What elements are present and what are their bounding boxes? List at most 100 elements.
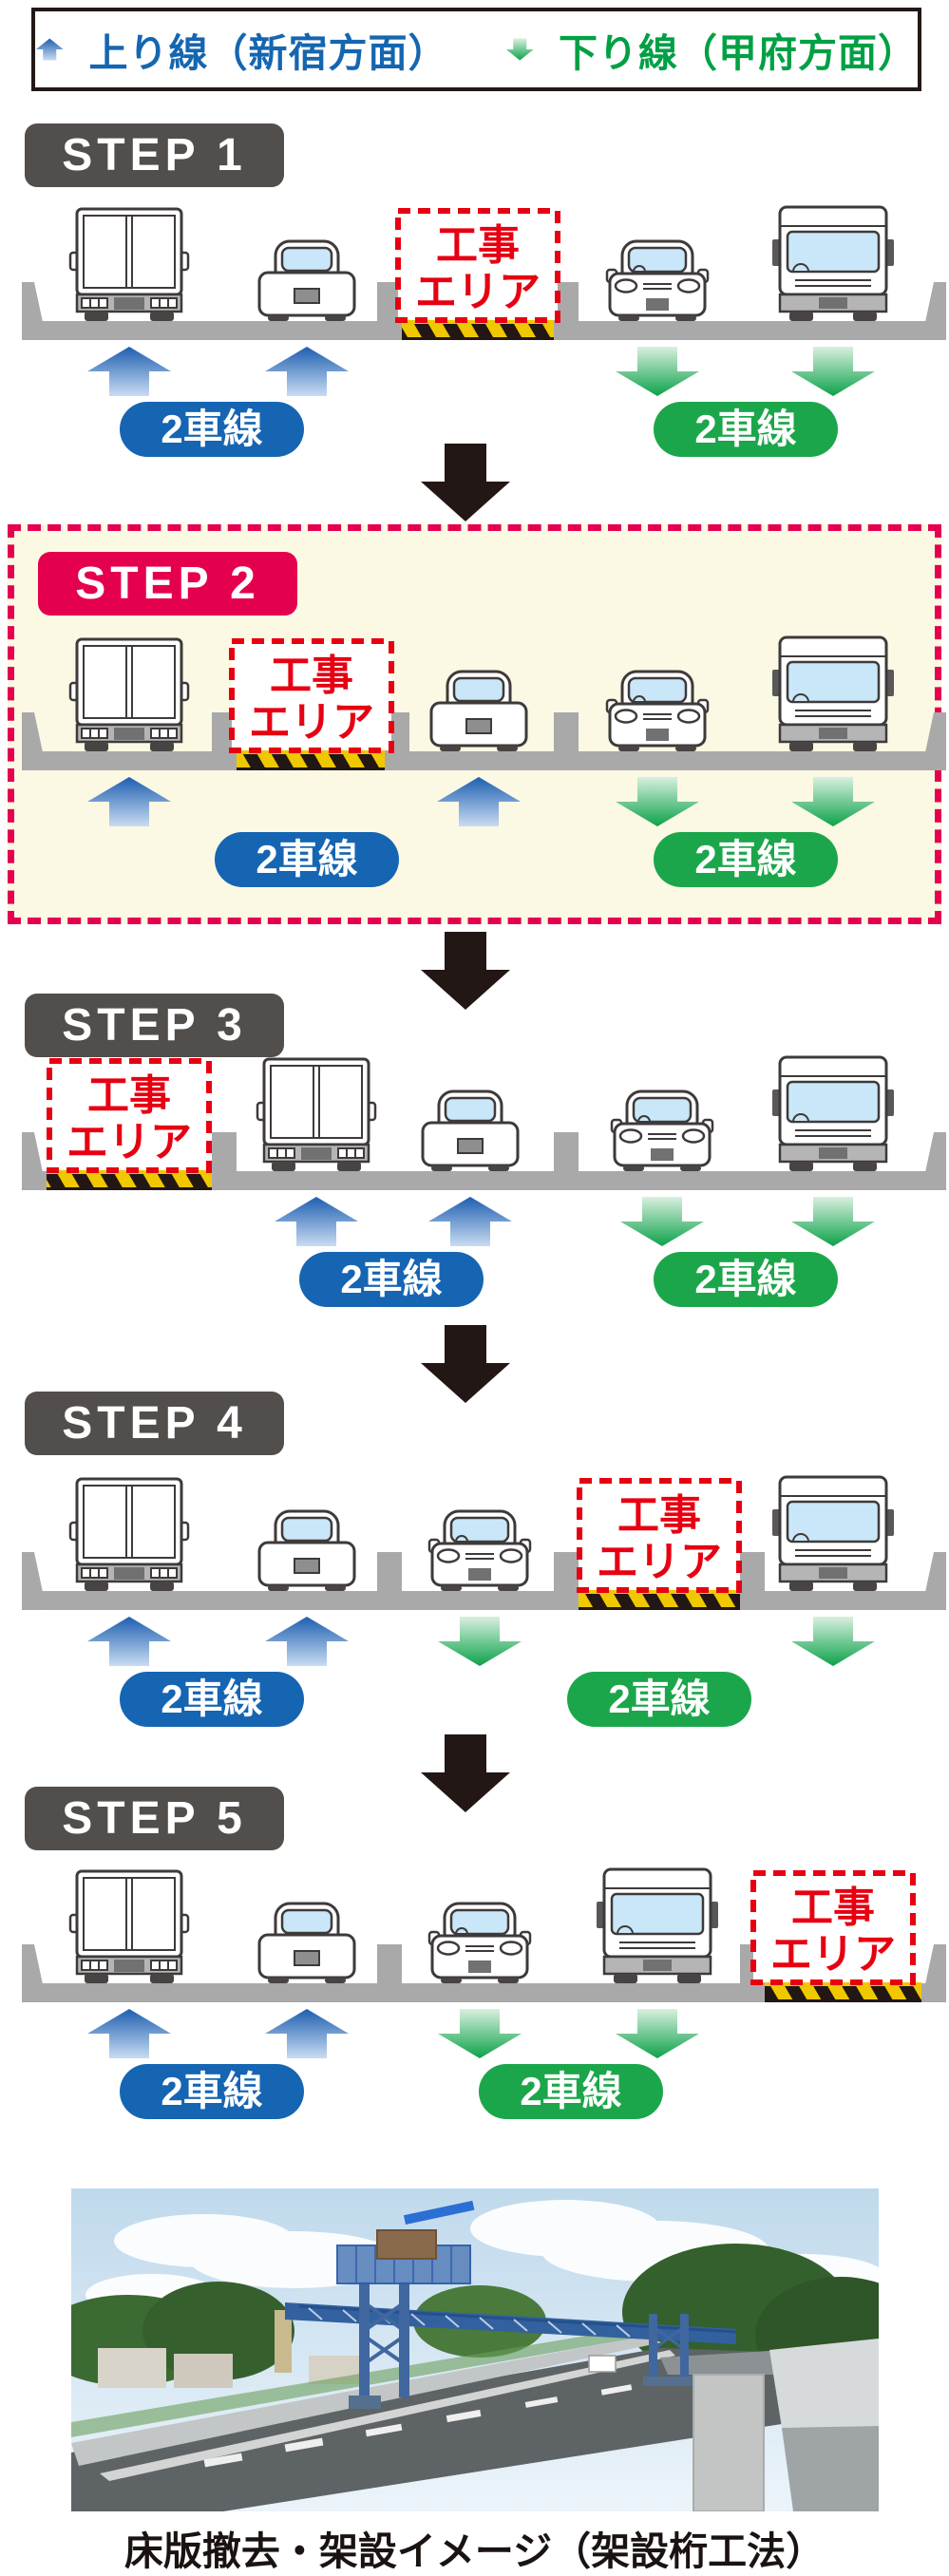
car-front-illustration — [427, 1509, 532, 1593]
barrier-wall — [740, 1552, 765, 1610]
barrier-wall — [921, 712, 946, 770]
truck-back-illustration — [68, 1869, 190, 1985]
construction-area-label-line1: 工事 — [617, 1492, 701, 1539]
car-front-illustration — [605, 670, 710, 753]
down-lanes-pill — [479, 2064, 663, 2119]
barrier-wall — [554, 1552, 579, 1610]
down-lanes-pill-label: 2車線 — [694, 837, 796, 881]
up-lane-arrow — [87, 777, 171, 826]
construction-area-label-line2: エリア — [66, 1119, 192, 1165]
barrier-wall — [554, 712, 579, 770]
road-deck-right — [554, 321, 946, 340]
step-badge-3: STEP 3 — [25, 994, 284, 1057]
truck-back-illustration — [68, 637, 190, 753]
construction-area-label-line1: 工事 — [791, 1885, 875, 1931]
barrier-wall — [554, 1132, 579, 1190]
step-badge-5: STEP 5 — [25, 1787, 284, 1850]
down-connector-arrow-icon — [421, 1325, 510, 1403]
barrier-wall — [22, 712, 47, 770]
car-back-illustration — [257, 1902, 356, 1985]
down-line-legend-label: 下り線（甲府方面） — [559, 31, 918, 75]
barrier-wall — [22, 1132, 47, 1190]
truck-back-illustration — [68, 207, 190, 323]
car-back-illustration — [421, 1089, 520, 1173]
construction-area-label-line1: 工事 — [87, 1072, 171, 1119]
down-lane-arrow — [791, 777, 875, 826]
down-line-arrow-icon — [505, 38, 534, 61]
barrier-wall — [377, 1944, 402, 2002]
removed-deck-hazard-strip — [237, 750, 385, 770]
down-lane-arrow — [791, 1617, 875, 1666]
up-lanes-pill — [120, 2064, 304, 2119]
truck-front-illustration — [770, 205, 896, 323]
down-lanes-pill — [654, 832, 838, 887]
direction-legend: 上り線（新宿方面） 下り線（甲府方面） — [31, 8, 921, 91]
construction-area-label-line1: 工事 — [436, 222, 520, 269]
barrier-wall — [22, 1944, 47, 2002]
down-connector-arrow-icon — [421, 444, 510, 521]
down-lanes-pill — [567, 1672, 751, 1727]
up-lanes-pill-label: 2車線 — [161, 1676, 262, 1721]
down-lane-arrow — [438, 2009, 522, 2058]
truck-back-illustration — [256, 1057, 377, 1173]
photo-bridge-pier — [659, 2339, 879, 2511]
barrier-wall — [22, 282, 47, 340]
truck-front-illustration — [595, 1867, 720, 1985]
down-lane-arrow — [616, 347, 699, 396]
photo-highway — [70, 2327, 879, 2511]
photo-gantry-crane — [284, 2200, 736, 2409]
construction-area-label-line2: エリア — [597, 1539, 722, 1585]
photo-truck — [587, 2355, 617, 2373]
up-lanes-pill — [120, 402, 304, 457]
truck-front-illustration — [770, 1475, 896, 1593]
barrier-wall — [377, 1552, 402, 1610]
car-front-illustration — [605, 239, 710, 323]
road-deck-right — [212, 1171, 946, 1190]
up-lanes-pill — [215, 832, 399, 887]
road-deck-right — [740, 1591, 946, 1610]
car-front-illustration — [610, 1089, 714, 1173]
up-line-arrow-icon — [35, 38, 64, 61]
construction-area-label-line2: エリア — [770, 1931, 896, 1978]
down-lanes-pill — [654, 402, 838, 457]
down-lane-arrow — [616, 2009, 699, 2058]
removed-deck-hazard-strip — [579, 1590, 740, 1610]
down-lanes-pill — [654, 1252, 838, 1307]
next-step-arrow — [421, 1325, 510, 1403]
up-lanes-pill-label: 2車線 — [256, 837, 357, 881]
down-connector-arrow-icon — [421, 1734, 510, 1812]
up-lanes-pill-label: 2車線 — [340, 1257, 442, 1301]
up-lane-arrow — [265, 347, 349, 396]
up-line-legend-label: 上り線（新宿方面） — [88, 31, 448, 75]
truck-back-illustration — [68, 1477, 190, 1593]
down-lanes-pill-label: 2車線 — [694, 1257, 796, 1301]
barrier-wall — [921, 1552, 946, 1610]
down-lane-arrow — [791, 1197, 875, 1246]
photo-caption: 床版撤去・架設イメージ（架設桁工法） — [123, 2529, 826, 2573]
construction-area-label-line2: エリア — [415, 269, 541, 315]
next-step-arrow — [421, 444, 510, 521]
barrier-wall — [921, 1132, 946, 1190]
up-lane-arrow — [428, 1197, 512, 1246]
step-badge-1: STEP 1 — [25, 123, 284, 187]
construction-photo-image — [70, 2188, 879, 2511]
barrier-wall — [377, 282, 402, 340]
step-badge-4: STEP 4 — [25, 1392, 284, 1455]
construction-photo — [70, 2188, 879, 2511]
removed-deck-hazard-strip — [47, 1170, 212, 1190]
down-lane-arrow — [616, 777, 699, 826]
next-step-arrow — [421, 932, 510, 1010]
car-front-illustration — [427, 1902, 532, 1985]
car-back-illustration — [257, 239, 356, 323]
construction-area-label-line1: 工事 — [270, 653, 353, 699]
down-lane-arrow — [791, 347, 875, 396]
road-deck-left — [22, 1591, 579, 1610]
